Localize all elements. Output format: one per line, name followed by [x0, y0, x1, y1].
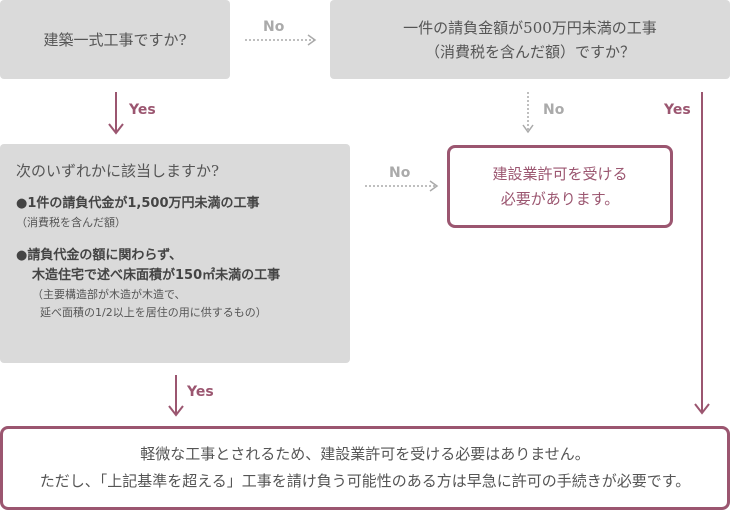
arrow-q3-to-result1	[365, 180, 439, 192]
question-2-line2: （消費税を含んだ額）ですか？	[424, 42, 635, 61]
criterion-2-note1: （主要構造部が木造が木造で、	[32, 288, 186, 301]
question-2-line1: 一件の請負金額が500万円未満の工事	[403, 18, 657, 37]
question-1-box: 建築一式工事ですか?	[0, 0, 230, 79]
criterion-1-note: （消費税を含んだ額）	[16, 216, 126, 229]
arrow-q3-to-result2	[168, 375, 184, 417]
result-permit-required-box: 建設業許可を受ける 必要があります。	[447, 145, 673, 228]
result-permit-not-required-box: 軽微な工事とされるため、建設業許可を受ける必要はありません。 ただし、「上記基準…	[0, 426, 730, 510]
criterion-2-note2: 延べ面積の1/2以上を居住の用に供するもの）	[40, 306, 267, 319]
result-1-line2: 必要があります。	[500, 189, 620, 208]
criterion-2-line2: 木造住宅で述べ床面積が150㎡未満の工事	[32, 268, 281, 283]
arrow-q1-to-q3	[108, 92, 124, 135]
criterion-1: ●1件の請負代金が1,500万円未満の工事	[16, 196, 260, 211]
question-1-text: 建築一式工事ですか?	[43, 31, 187, 49]
label-yes-q2: Yes	[664, 102, 691, 118]
label-no-q2: No	[543, 102, 565, 118]
label-no-q1: No	[263, 19, 285, 35]
label-yes-q3: Yes	[187, 384, 214, 400]
label-yes-q1: Yes	[129, 102, 156, 118]
label-no-q3: No	[389, 165, 411, 181]
arrow-q2-to-result1	[522, 92, 534, 134]
question-2-box: 一件の請負金額が500万円未満の工事 （消費税を含んだ額）ですか？	[330, 0, 730, 79]
arrow-q1-to-q2	[245, 34, 317, 46]
question-3-title: 次のいずれかに該当しますか?	[16, 162, 220, 180]
question-3-box: 次のいずれかに該当しますか? ●1件の請負代金が1,500万円未満の工事 （消費…	[0, 144, 350, 363]
arrow-q2-to-result2	[694, 92, 710, 415]
result-2-line1: 軽微な工事とされるため、建設業許可を受ける必要はありません。	[140, 445, 590, 463]
result-2-line2: ただし、「上記基準を超える」工事を請け負う可能性のある方は早急に許可の手続きが必…	[39, 472, 691, 490]
result-1-line1: 建設業許可を受ける	[492, 164, 628, 183]
criterion-2-line1: ●請負代金の額に関わらず、	[16, 248, 183, 263]
